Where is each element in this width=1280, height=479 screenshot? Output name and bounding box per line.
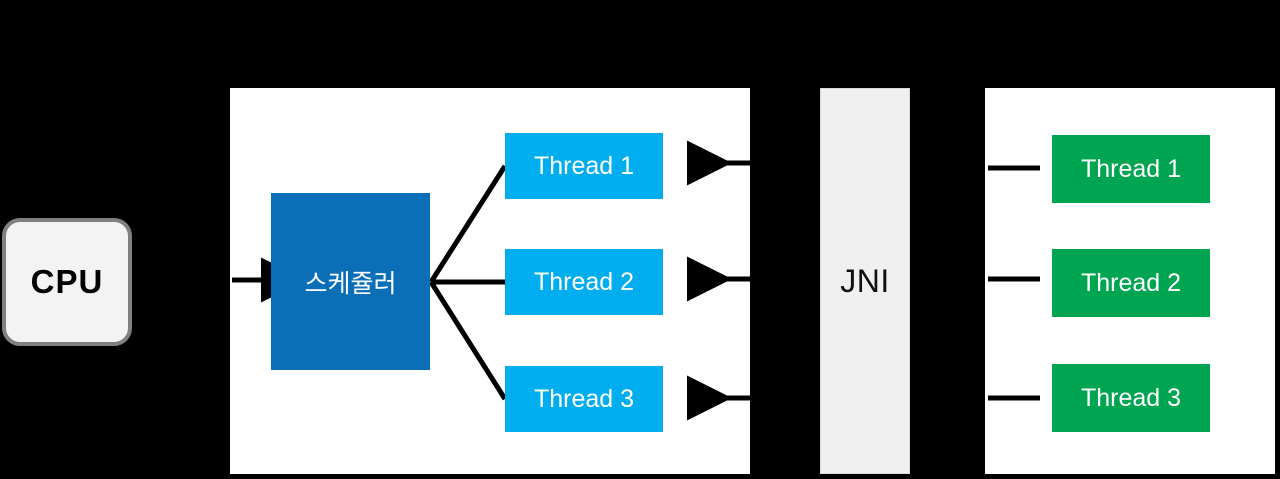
java-thread-3-box[interactable]: Thread 3 (505, 366, 663, 432)
java-thread-1-box[interactable]: Thread 1 (505, 133, 663, 199)
native-thread-1-box[interactable]: Thread 1 (1052, 135, 1210, 203)
scheduler-box[interactable]: 스케쥴러 (271, 193, 430, 370)
jni-label: JNI (840, 262, 890, 299)
native-thread-3-box[interactable]: Thread 3 (1052, 364, 1210, 432)
java-thread-3-label: Thread 3 (533, 384, 635, 413)
native-thread-2-label: Thread 2 (1080, 268, 1182, 297)
cpu-label: CPU (30, 263, 104, 300)
java-thread-1-label: Thread 1 (533, 151, 635, 180)
jni-bar[interactable]: JNI (820, 88, 910, 474)
cpu-box[interactable]: CPU (2, 218, 132, 346)
scheduler-label: 스케쥴러 (304, 269, 397, 298)
native-thread-3-label: Thread 3 (1080, 383, 1182, 412)
native-thread-2-box[interactable]: Thread 2 (1052, 249, 1210, 317)
native-thread-1-label: Thread 1 (1080, 154, 1182, 183)
java-thread-2-box[interactable]: Thread 2 (505, 249, 663, 315)
java-thread-2-label: Thread 2 (533, 267, 635, 296)
